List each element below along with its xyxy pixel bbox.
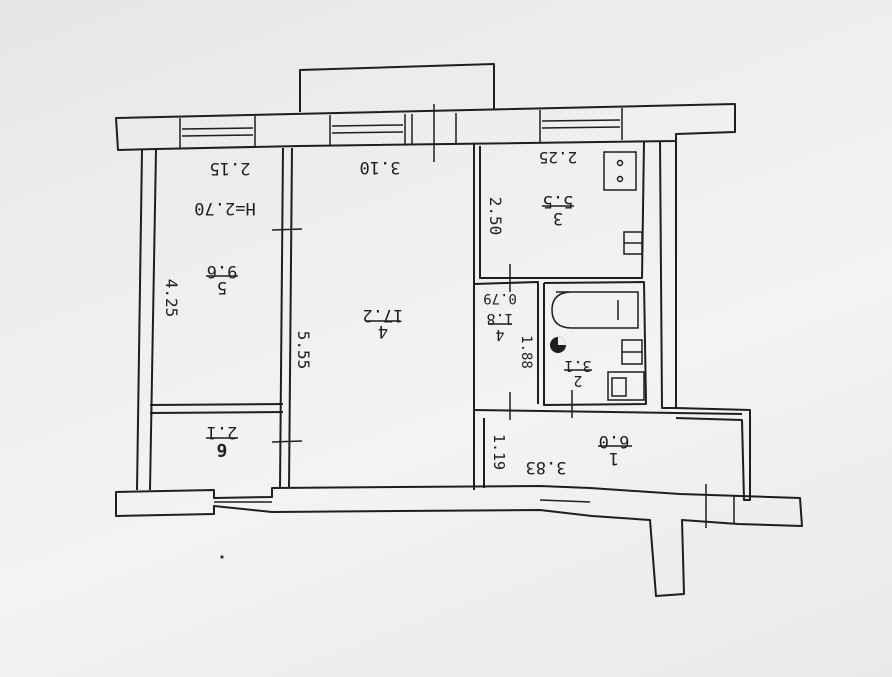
room-bedroom: 2.15 H=2.70 9.6 5 4.25	[162, 158, 256, 317]
closet-length-dim: 1.88	[518, 335, 534, 369]
bottom-wall-window	[214, 484, 735, 528]
closet-walls	[473, 281, 539, 404]
room-bath: 3.1 2	[564, 357, 592, 390]
partition-bedroom-living-inner	[288, 147, 293, 489]
living-number: 4	[378, 321, 388, 341]
kitchen-area: 5.5	[543, 191, 574, 211]
bedroom-balcony-divider-inner	[149, 411, 284, 414]
bedroom-balcony-divider	[149, 403, 284, 406]
kitchen-number: 3	[553, 208, 563, 228]
room-closet: 0.79 1.8 4 1.88	[483, 290, 534, 369]
living-area: 17.2	[363, 305, 404, 325]
hall-area: 6.0	[599, 431, 630, 451]
left-exterior-wall	[136, 149, 143, 491]
bedroom-width-dim: 2.15	[210, 158, 251, 178]
hall-number: 1	[609, 448, 619, 468]
kitchen-length-dim: 2.50	[486, 197, 505, 236]
balcony-area: 2.1	[207, 422, 238, 442]
bathtub-icon	[551, 291, 639, 329]
room-hall: 1.19 3.83 6.0 1	[490, 431, 632, 477]
bedroom-number: 5	[217, 277, 227, 297]
bedroom-length-dim: 4.25	[162, 279, 181, 318]
top-balcony-outline	[299, 63, 495, 112]
door-mark-bedroom	[271, 228, 303, 231]
partition-bedroom-living	[279, 147, 284, 489]
kitchen-walls	[479, 141, 645, 279]
right-riser-wall	[659, 140, 677, 409]
pen-mark	[220, 555, 224, 559]
room-living: 3.10 17.2 4 5.55	[294, 157, 403, 369]
living-width-dim: 3.10	[360, 157, 401, 177]
room-balcony: 2.1 6	[206, 422, 238, 460]
top-wall-windows	[179, 104, 623, 162]
closet-area: 1.8	[486, 310, 513, 328]
bath-walls	[543, 281, 647, 406]
hall-walls	[473, 409, 743, 415]
living-length-dim: 5.55	[294, 331, 313, 370]
left-interior-wall	[149, 149, 157, 491]
hall-width-dim: 3.83	[526, 457, 567, 477]
door-mark-balcony	[271, 440, 303, 443]
room-kitchen: 2.25 2.50 5.5 3	[486, 148, 577, 235]
bath-number: 2	[573, 372, 582, 390]
toilet-icon	[607, 371, 645, 401]
bedroom-height-dim: H=2.70	[194, 198, 255, 218]
right-exterior-wall	[675, 407, 751, 501]
stove-icon	[603, 151, 637, 191]
hall-length-dim: 1.19	[490, 434, 508, 470]
bottom-exterior-wall	[115, 485, 803, 597]
closet-width-dim: 0.79	[483, 290, 517, 306]
closet-number: 4	[495, 326, 504, 344]
top-exterior-wall	[115, 103, 736, 151]
kitchen-width-dim: 2.25	[539, 148, 578, 167]
balcony-number: 6	[217, 439, 228, 460]
